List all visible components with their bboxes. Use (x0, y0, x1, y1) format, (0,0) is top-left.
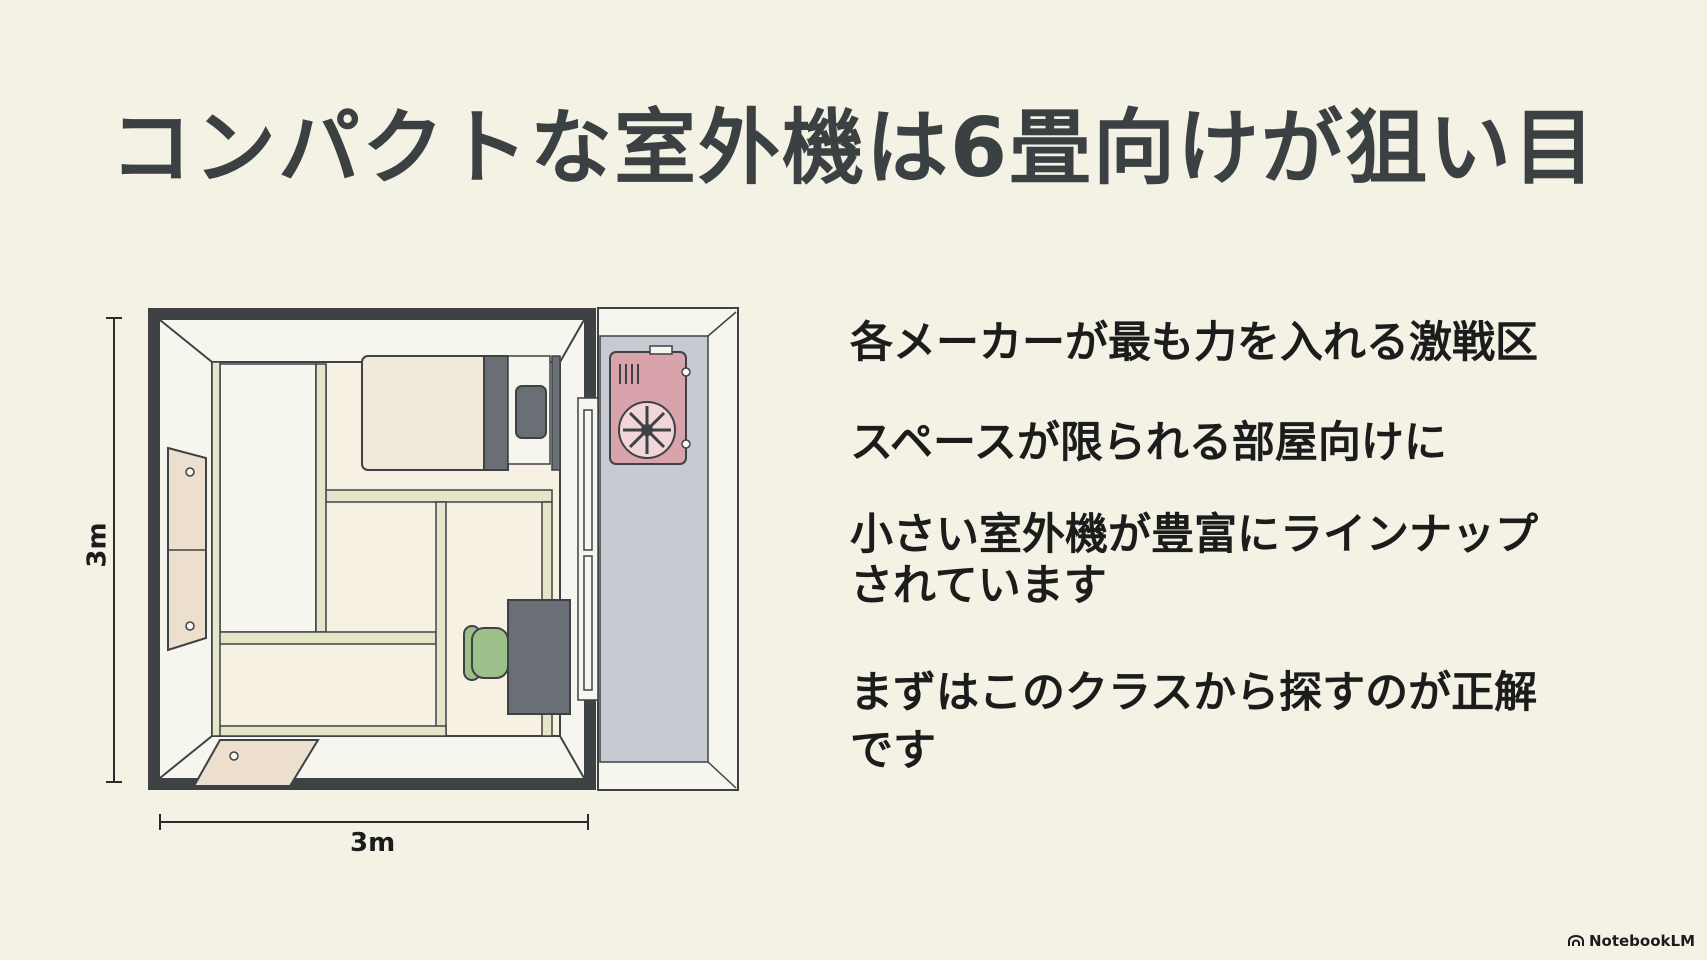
desk-icon (507, 599, 571, 715)
notebooklm-brand: NotebookLM (1567, 932, 1695, 950)
chair-icon (463, 625, 509, 681)
room-width-label: 3m (350, 828, 396, 858)
bullet-text: 各メーカーが最も力を入れる激戦区 (850, 318, 1538, 368)
outdoor-ac-unit-icon (609, 345, 691, 465)
bullet-text: スペースが限られる部屋向けに (850, 418, 1447, 468)
bullet-text: まずはこのクラスから探すのが正解 (850, 668, 1538, 718)
bullet-text: 小さい室外機が豊富にラインナップ (850, 510, 1538, 560)
entrance-door (192, 739, 320, 787)
bullet-text: です (850, 726, 936, 776)
balcony-window (577, 397, 599, 701)
width-dimension-line (159, 814, 589, 830)
bullet-text: されています (850, 561, 1107, 611)
bed-icon (361, 355, 561, 471)
closet-door (167, 446, 207, 652)
notebooklm-logo-icon (1567, 935, 1584, 946)
room-height-label: 3m (82, 522, 113, 568)
height-dimension-line (106, 317, 122, 783)
slide-title: コンパクトな室外機は6畳向けが狙い目 (109, 101, 1598, 196)
brand-text: NotebookLM (1588, 932, 1695, 950)
